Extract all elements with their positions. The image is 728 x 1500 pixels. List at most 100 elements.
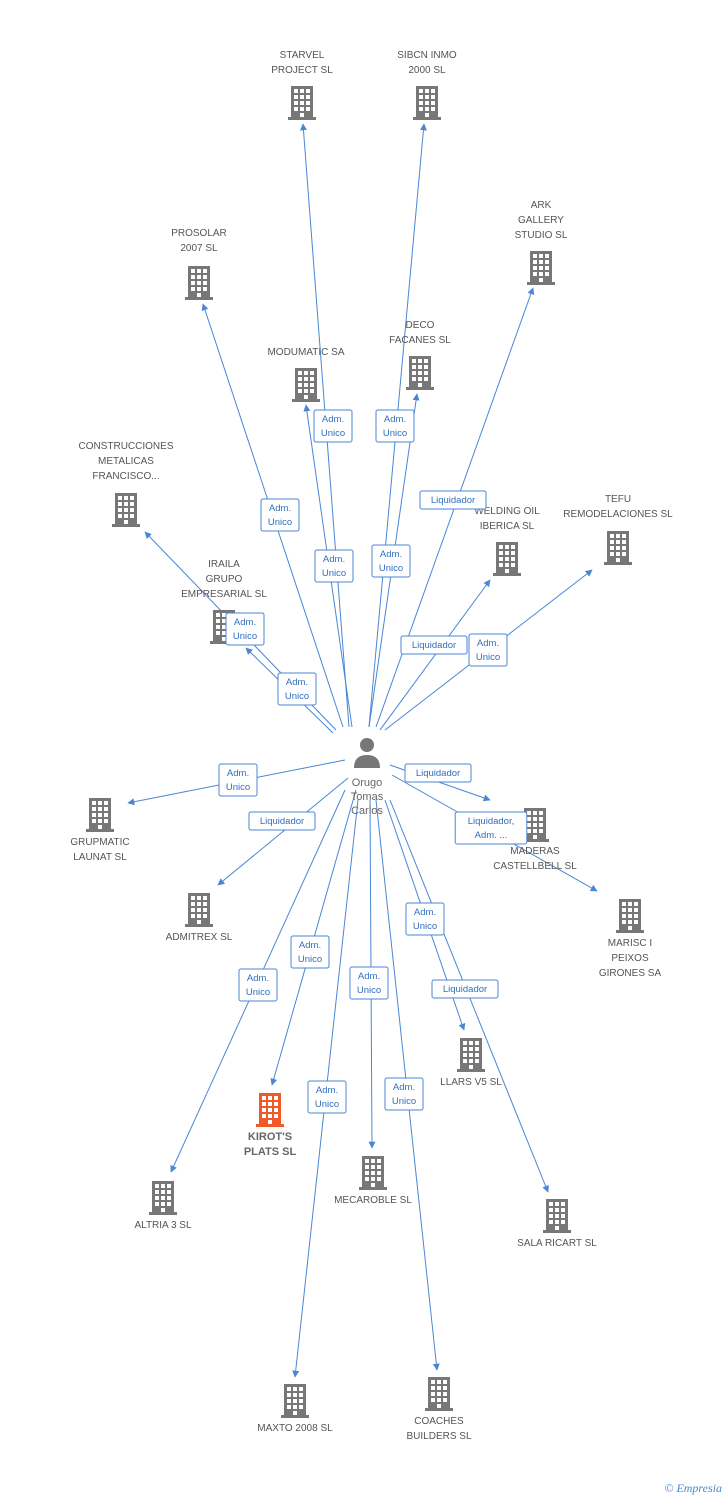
- edge-label-text: Unico: [226, 782, 250, 793]
- company-label-line: CONSTRUCCIONES: [78, 441, 173, 452]
- edge-label-altria[interactable]: Adm.Unico: [238, 968, 278, 1002]
- company-node-construcciones[interactable]: CONSTRUCCIONESMETALICASFRANCISCO...: [78, 441, 174, 527]
- edge-line-admitrex: [217, 777, 349, 886]
- company-node-modumatic[interactable]: MODUMATIC SA: [267, 347, 345, 402]
- edge-label-text: Adm.: [414, 907, 436, 918]
- edge-label-grupmatic[interactable]: Adm.Unico: [218, 763, 258, 797]
- building-icon: [413, 86, 441, 120]
- edge-label-box: [468, 633, 508, 667]
- building-icon: [406, 356, 434, 390]
- edge-label-box: [290, 935, 330, 969]
- edge-label-tefu[interactable]: Adm.Unico: [468, 633, 508, 667]
- person-name-line: Carlos: [351, 805, 383, 817]
- copyright-symbol: ©: [664, 1481, 674, 1495]
- edge-label-box: [307, 1080, 347, 1114]
- edge-label-text: Adm. ...: [475, 830, 508, 841]
- edge-label-ark[interactable]: Liquidador: [419, 490, 487, 510]
- company-label-line: MECAROBLE SL: [334, 1195, 412, 1206]
- company-label-line: STUDIO SL: [515, 230, 568, 241]
- edge-label-box: [384, 1077, 424, 1111]
- edge-label-text: Liquidador: [431, 495, 475, 506]
- edge-label-maderas[interactable]: Liquidador: [404, 763, 472, 783]
- edge-label-prosolar[interactable]: Adm. Unico: [260, 498, 300, 532]
- building-icon: [256, 1093, 284, 1127]
- edge-label-text: Adm.: [322, 414, 344, 425]
- company-label-line: SALA RICART SL: [517, 1238, 597, 1249]
- building-icon: [86, 798, 114, 832]
- company-label-line: IRAILA: [208, 559, 240, 570]
- edge-label-text: Adm.: [323, 554, 345, 565]
- edge-label-box: [277, 672, 317, 706]
- building-icon: [543, 1199, 571, 1233]
- building-icon: [457, 1038, 485, 1072]
- edge-label-construcciones[interactable]: Adm.Unico: [225, 612, 265, 646]
- edge-label-marisc[interactable]: Liquidador,Adm. ...: [454, 811, 528, 845]
- company-label-line: METALICAS: [98, 456, 154, 467]
- edge-label-text: Liquidador: [443, 984, 487, 995]
- building-icon: [149, 1181, 177, 1215]
- company-label-line: GIRONES SA: [599, 968, 662, 979]
- edge-label-starvel[interactable]: Adm. Unico: [313, 409, 353, 443]
- edge-label-box: [375, 409, 415, 443]
- company-node-altria[interactable]: ALTRIA 3 SL: [134, 1181, 192, 1231]
- company-label-line: WELDING OIL: [474, 506, 540, 517]
- edge-label-admitrex[interactable]: Liquidador: [248, 811, 316, 831]
- company-label-line: MAXTO 2008 SL: [257, 1423, 333, 1434]
- company-label-line: GALLERY: [518, 215, 564, 226]
- company-label-line: GRUPMATIC: [70, 837, 129, 848]
- company-label-line: ARK: [531, 200, 552, 211]
- edge-label-text: Adm.: [477, 638, 499, 649]
- edge-label-box: [238, 968, 278, 1002]
- company-node-maxto[interactable]: MAXTO 2008 SL: [257, 1384, 333, 1434]
- edge-label-text: Liquidador: [416, 768, 460, 779]
- edge-label-box: [248, 811, 316, 831]
- building-icon: [527, 251, 555, 285]
- edge-label-sala[interactable]: Liquidador: [431, 979, 499, 999]
- edge-label-coaches[interactable]: Adm. Unico: [384, 1077, 424, 1111]
- edge-label-text: Adm.: [247, 973, 269, 984]
- company-node-ark[interactable]: ARK GALLERY STUDIO SL: [515, 200, 568, 285]
- edge-label-welding[interactable]: Liquidador: [400, 635, 468, 655]
- company-node-sala[interactable]: SALA RICART SL: [517, 1199, 597, 1249]
- edge-label-text: Adm.: [269, 503, 291, 514]
- company-label-line: 2000 SL: [408, 65, 446, 76]
- edge-label-text: Unico: [392, 1096, 416, 1107]
- edge-label-llars[interactable]: Adm.Unico: [405, 902, 445, 936]
- edge-label-text: Unico: [357, 985, 381, 996]
- edge-label-deco[interactable]: Adm.Unico: [371, 544, 411, 578]
- company-node-mecaroble[interactable]: MECAROBLE SL: [334, 1156, 412, 1206]
- edge-label-kirots[interactable]: Adm.Unico: [290, 935, 330, 969]
- edge-label-text: Unico: [233, 631, 257, 642]
- edge-label-modumatic[interactable]: Adm. Unico: [314, 549, 354, 583]
- edge-label-text: Unico: [383, 428, 407, 439]
- edge-label-text: Unico: [315, 1099, 339, 1110]
- company-node-llars[interactable]: LLARS V5 SL: [440, 1038, 502, 1088]
- edge-label-maxto[interactable]: Adm.Unico: [307, 1080, 347, 1114]
- edge-label-mecaroble[interactable]: Adm.Unico: [349, 966, 389, 1000]
- company-label-line: ALTRIA 3 SL: [134, 1220, 192, 1231]
- edge-label-text: Adm.: [393, 1082, 415, 1093]
- edge-label-text: Unico: [321, 428, 345, 439]
- edge-labels-layer: Adm.UnicoAdm.UnicoAdm.UnicoAdm.UnicoAdm.…: [218, 409, 528, 1114]
- building-icon: [493, 542, 521, 576]
- edge-label-iraila[interactable]: Adm.Unico: [277, 672, 317, 706]
- edge-label-text: Unico: [298, 954, 322, 965]
- edge-label-text: Unico: [268, 517, 292, 528]
- edge-label-text: Unico: [322, 568, 346, 579]
- edge-label-sibcn[interactable]: Adm.Unico: [375, 409, 415, 443]
- edge-label-box: [313, 409, 353, 443]
- company-node-admitrex[interactable]: ADMITREX SL: [166, 893, 233, 943]
